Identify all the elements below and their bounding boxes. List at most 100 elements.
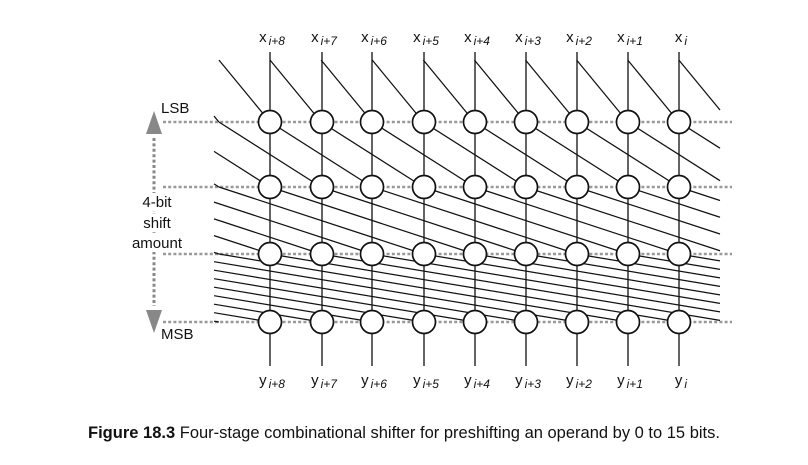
mux-node [564,241,590,267]
shift-wire [371,59,424,123]
mux-node [513,309,539,335]
shift-wire [213,320,220,323]
shift-wire [213,261,577,323]
mux-node [513,241,539,267]
stage-label: LSB [161,100,189,117]
shift-wire [576,186,721,235]
mux-node [411,309,437,335]
shift-wire [213,201,373,255]
shift-wire [213,295,373,323]
shift-wire [213,251,220,255]
mux-node [359,109,385,135]
mux-node [257,309,283,335]
mux-node [513,174,539,200]
mux-node [615,309,641,335]
mux-node [359,241,385,267]
shift-wire [213,115,220,123]
shift-wire [218,253,628,323]
mux-node [564,309,590,335]
shift-wire [269,121,373,188]
mux-node [257,241,283,267]
mux-node [309,241,335,267]
mux-node [615,241,641,267]
shift-wire [474,186,679,255]
shift-wire [627,186,721,218]
shift-wire [320,186,526,255]
shift-wire [269,253,679,323]
shift-wire [218,121,322,188]
mux-nodes [257,109,692,335]
shift-wire [473,59,526,123]
shift-wire [269,186,475,255]
shift-wire [213,183,220,188]
shift-wire [576,59,629,123]
shift-wire [678,59,721,111]
mux-node [462,109,488,135]
label-backdrop [128,193,184,211]
shift-amount-label: amount [132,235,183,252]
mux-node [564,174,590,200]
mux-node [257,109,283,135]
shift-wire [371,121,475,188]
mux-node [462,241,488,267]
down-arrow-icon [146,310,162,333]
shift-wire [423,186,628,255]
mux-node [513,109,539,135]
mux-node [564,109,590,135]
shift-wire [320,253,721,321]
mux-node [666,109,692,135]
mux-node [411,174,437,200]
shift-wire [213,278,475,323]
mux-node [666,309,692,335]
shift-wire [320,121,424,188]
shift-amount-label: shift [143,215,171,232]
label-backdrop [128,214,184,232]
shift-wire [627,59,680,123]
mux-node [309,309,335,335]
shift-wire [525,59,578,123]
shift-wire [422,121,526,188]
label-backdrop [128,234,184,252]
mux-node [462,174,488,200]
shift-wire [474,121,577,188]
shift-wire [269,59,322,123]
shift-wire [213,286,424,323]
shift-wire [372,186,577,255]
shift-wire [525,121,629,188]
caption-text: Four-stage combinational shifter for pre… [179,424,720,442]
stage-label: MSB [161,326,194,343]
shift-wire [213,218,322,255]
mux-node [666,241,692,267]
shift-wire [474,253,721,296]
shift-wire [218,59,271,123]
shift-wire [218,186,424,255]
mux-node [615,174,641,200]
figure-caption: Figure 18.3 Four-stage combinational shi… [0,424,808,443]
shift-wire [320,59,373,123]
mux-node [411,241,437,267]
shift-wire [576,253,721,279]
mux-node [359,174,385,200]
mux-node [257,174,283,200]
shift-wire [525,253,721,287]
shift-wire [576,121,680,188]
mux-node [615,109,641,135]
up-arrow-icon [146,111,162,134]
mux-node [666,174,692,200]
mux-node [359,309,385,335]
